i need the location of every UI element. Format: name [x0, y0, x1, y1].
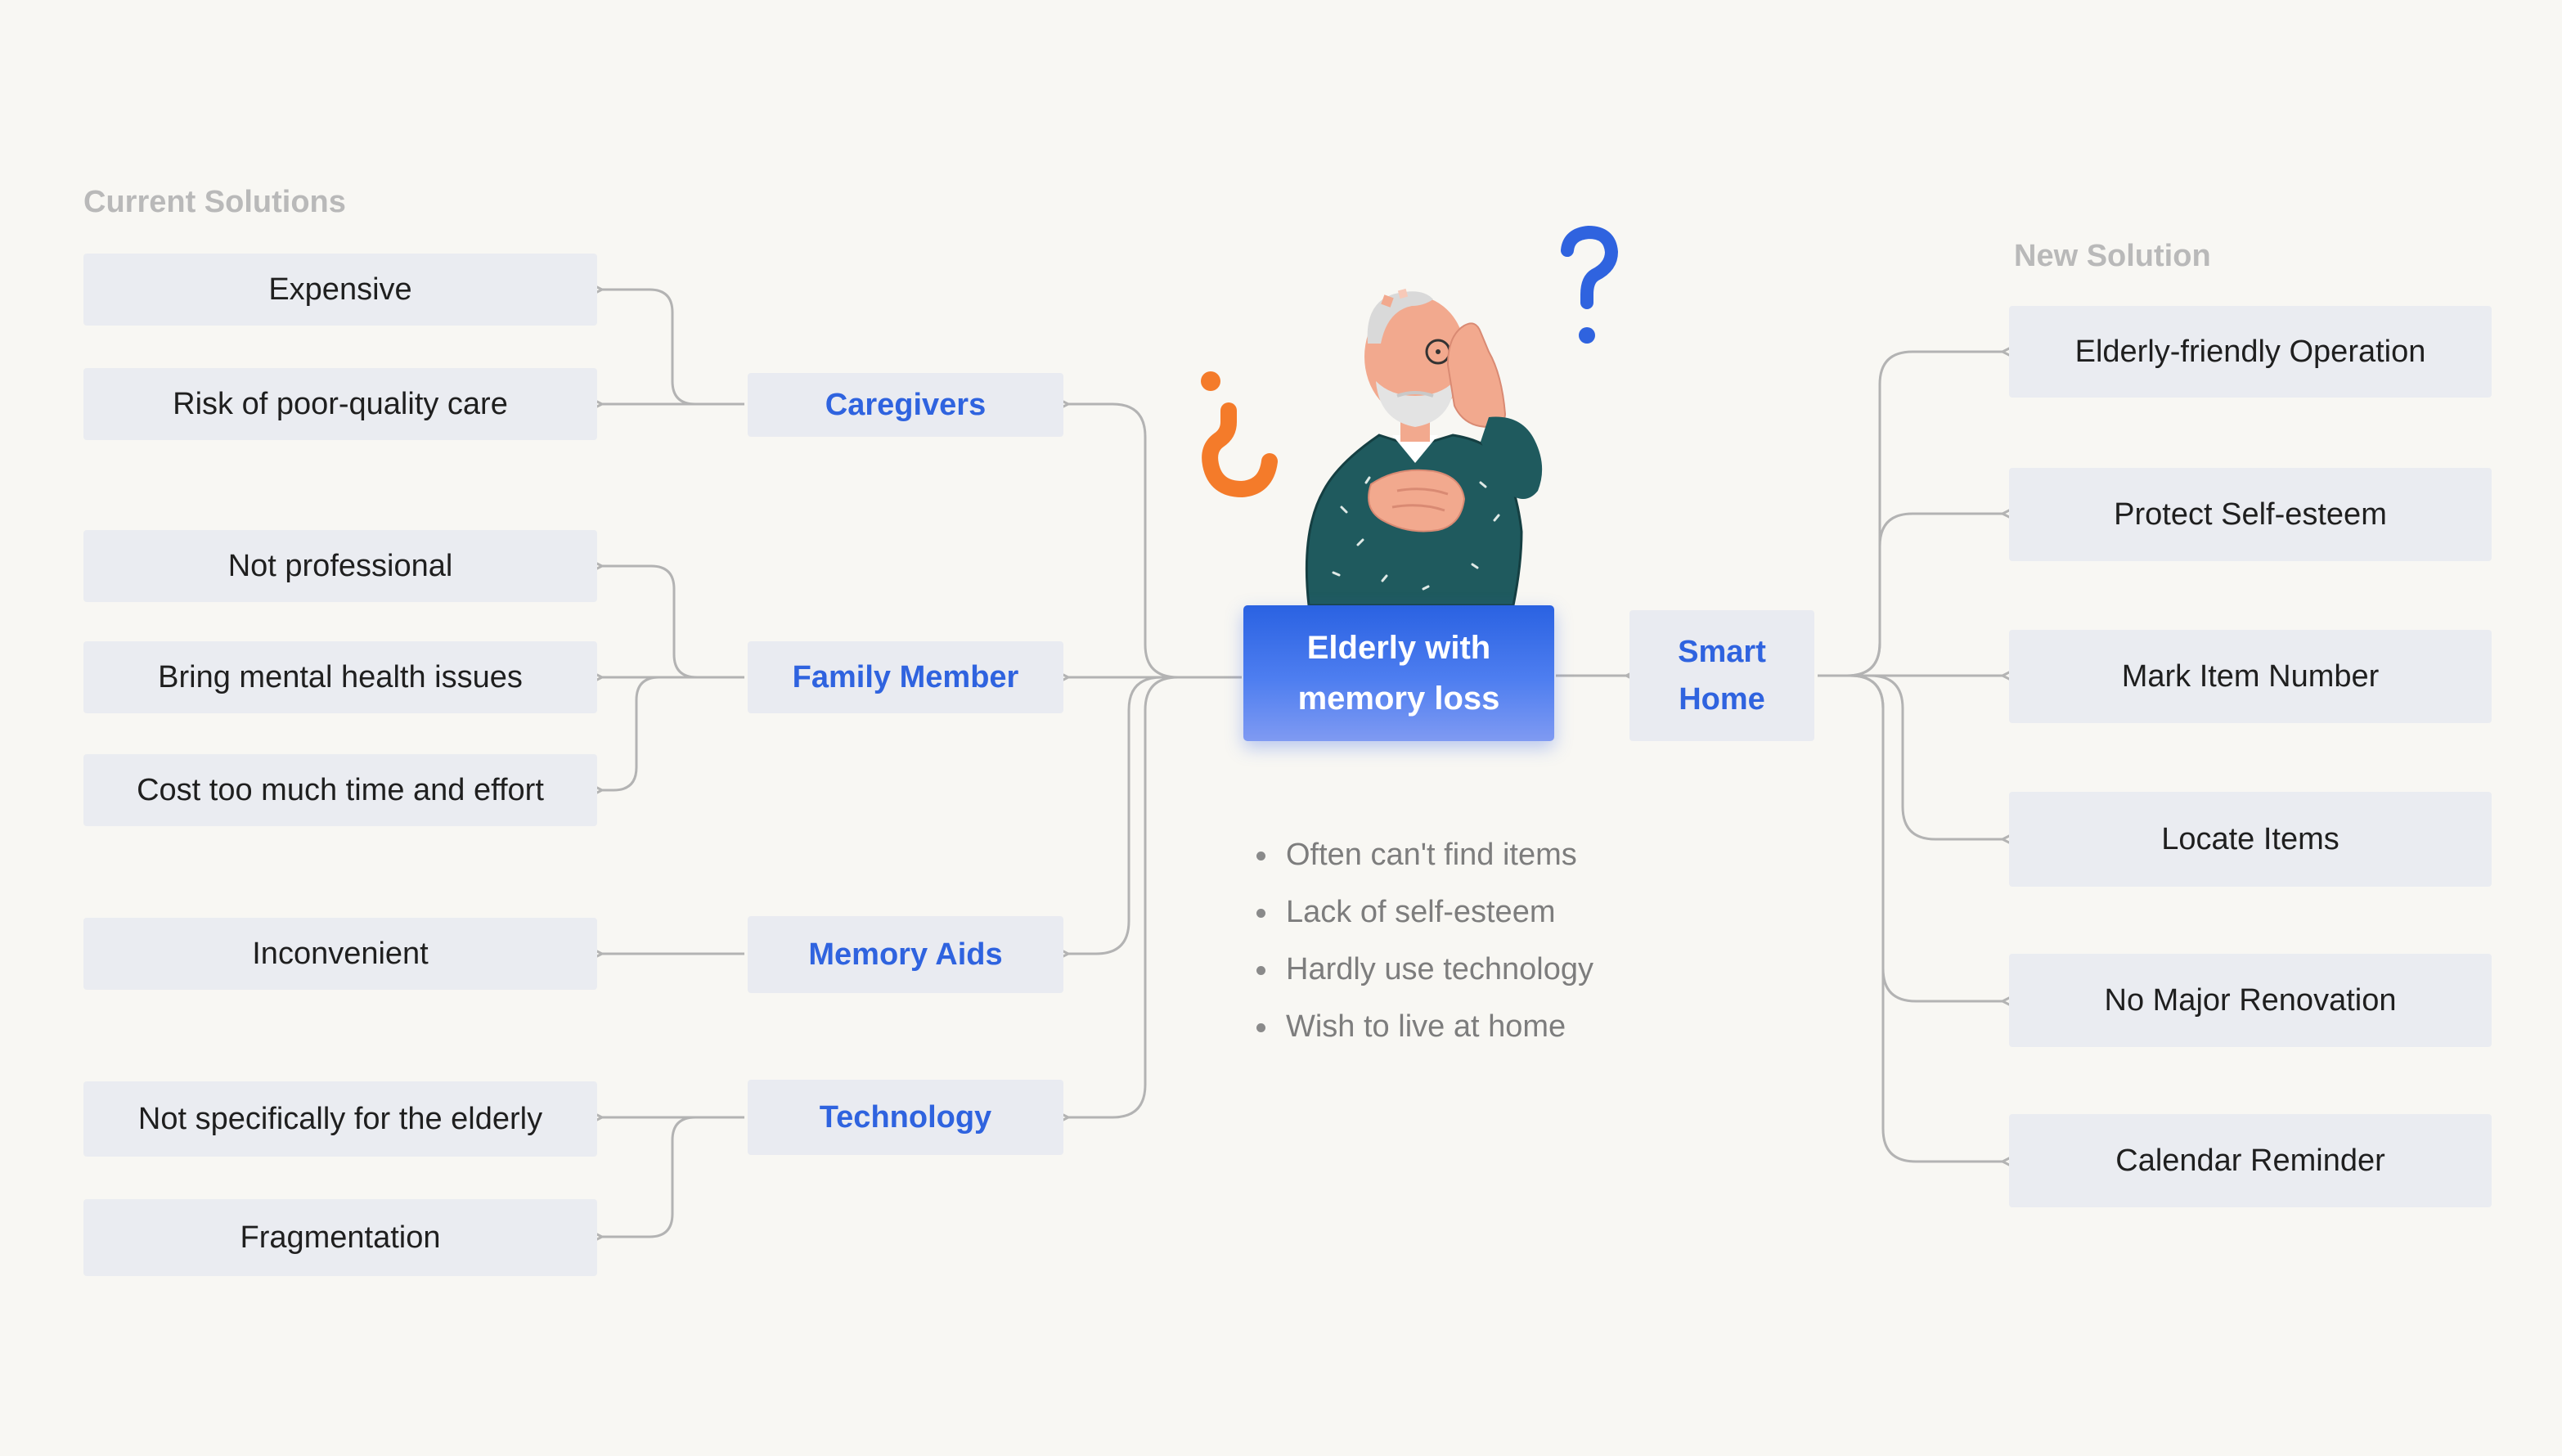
bullet-icon: [1256, 909, 1265, 918]
feature-box-elderly-friendly: Elderly-friendly Operation: [2009, 306, 2492, 398]
smart-home-line-2: Home: [1679, 682, 1765, 717]
question-mark-orange-icon: [1201, 371, 1278, 498]
category-family-member: Family Member: [748, 641, 1063, 713]
traits-list: Often can't find items Lack of self-este…: [1252, 826, 1593, 1055]
list-item: Hardly use technology: [1252, 941, 1593, 998]
issue-box-expensive: Expensive: [83, 254, 597, 326]
trait-text: Hardly use technology: [1286, 952, 1593, 986]
center-node-line-2: memory loss: [1297, 681, 1500, 717]
issue-box-mental-health: Bring mental health issues: [83, 641, 597, 713]
new-solution-title: New Solution: [2014, 239, 2211, 273]
feature-box-calendar-reminder: Calendar Reminder: [2009, 1114, 2492, 1207]
issue-box-inconvenient: Inconvenient: [83, 918, 597, 990]
current-solutions-title: Current Solutions: [83, 185, 346, 219]
issue-box-time-effort: Cost too much time and effort: [83, 754, 597, 826]
issue-box-poor-quality-care: Risk of poor-quality care: [83, 368, 597, 440]
smart-home-node: Smart Home: [1629, 610, 1814, 741]
category-technology: Technology: [748, 1080, 1063, 1155]
bullet-icon: [1256, 966, 1265, 975]
category-memory-aids: Memory Aids: [748, 916, 1063, 993]
trait-text: Often can't find items: [1286, 838, 1577, 872]
feature-box-no-renovation: No Major Renovation: [2009, 954, 2492, 1047]
feature-box-mark-item-number: Mark Item Number: [2009, 630, 2492, 723]
center-node-elderly-memory-loss: Elderly with memory loss: [1243, 605, 1554, 741]
feature-box-locate-items: Locate Items: [2009, 792, 2492, 887]
trait-text: Lack of self-esteem: [1286, 895, 1556, 929]
list-item: Wish to live at home: [1252, 998, 1593, 1055]
list-item: Often can't find items: [1252, 826, 1593, 883]
elderly-man-illustration: [1201, 225, 1619, 607]
list-item: Lack of self-esteem: [1252, 883, 1593, 941]
bullet-icon: [1256, 1023, 1265, 1032]
issue-box-fragmentation: Fragmentation: [83, 1199, 597, 1276]
smart-home-line-1: Smart: [1678, 635, 1766, 669]
issue-box-not-for-elderly: Not specifically for the elderly: [83, 1081, 597, 1157]
issue-box-not-professional: Not professional: [83, 530, 597, 602]
bullet-icon: [1256, 852, 1265, 861]
trait-text: Wish to live at home: [1286, 1009, 1566, 1044]
center-node-line-1: Elderly with: [1306, 630, 1491, 666]
category-caregivers: Caregivers: [748, 373, 1063, 437]
feature-box-self-esteem: Protect Self-esteem: [2009, 468, 2492, 561]
question-mark-blue-icon: [1561, 225, 1619, 344]
